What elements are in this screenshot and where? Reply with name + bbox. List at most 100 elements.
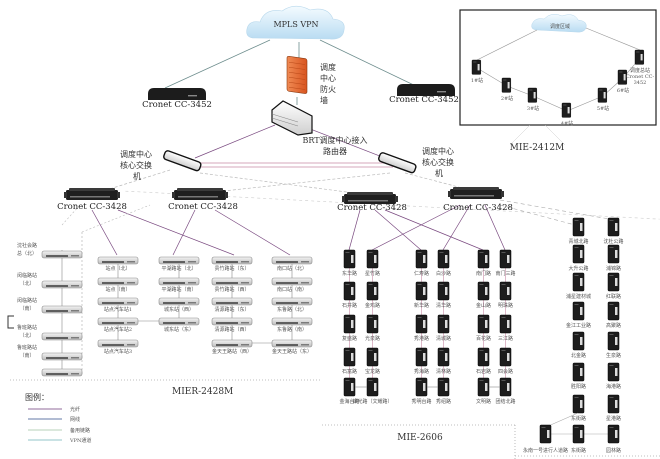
station-label: 闵临路站 xyxy=(17,297,37,304)
station-label: 永南一号进行人道路 xyxy=(523,447,568,454)
station-label: 站点汽车站3 xyxy=(104,348,132,355)
rack-switch-icon xyxy=(41,332,83,341)
station-label: 沈杜公路 xyxy=(603,238,623,245)
station-label: 鲁班路站 xyxy=(17,344,37,351)
aggregation-switch-2: Cronet CC-3428 xyxy=(168,188,238,212)
station-switch-icon xyxy=(366,314,379,334)
inset-node-label: 5#站 xyxy=(597,105,609,112)
station-label: 秀绍路 xyxy=(436,398,451,405)
station-switch-icon xyxy=(477,377,490,397)
station-switch-icon xyxy=(437,377,450,397)
station-switch-icon xyxy=(343,347,356,367)
inset-node-label: 6#站 xyxy=(617,87,629,94)
svg-text:Cronet CC-3452: Cronet CC-3452 xyxy=(142,100,212,110)
station-switch-icon xyxy=(572,362,585,382)
station-switch-icon xyxy=(415,347,428,367)
svg-text:Cronet CC-3428: Cronet CC-3428 xyxy=(337,203,407,213)
rack-switch-icon xyxy=(41,250,83,259)
svg-text:核心交换: 核心交换 xyxy=(120,160,152,170)
rack-switch-icon xyxy=(211,256,253,265)
station-label: 东鲁路（南） xyxy=(277,326,307,333)
station-label: 金海台路 xyxy=(339,398,359,405)
svg-text:调度中心: 调度中心 xyxy=(120,149,152,159)
station-label: 秀海路 xyxy=(414,368,429,375)
station-switch-icon xyxy=(572,424,585,444)
legend-title: 图例： xyxy=(25,392,49,402)
station-label: 星港路 xyxy=(606,415,621,422)
station-label: 清源路站（西） xyxy=(214,326,249,333)
svg-text:调度中心: 调度中心 xyxy=(422,146,454,156)
station-switch-icon xyxy=(477,347,490,367)
rack-switch-icon xyxy=(158,317,200,326)
station-label: 青城北路 xyxy=(568,238,588,245)
station-label: 星竹路 xyxy=(365,270,380,277)
station-switch-icon xyxy=(343,249,356,269)
rack-switch-icon xyxy=(158,297,200,306)
station-label: 金鸡路 xyxy=(365,302,380,309)
inset-node xyxy=(527,87,538,103)
station-label: 站点（南） xyxy=(105,286,130,293)
station-label: 南门三路 xyxy=(495,270,515,277)
zone-mie-2606: 东华路石井路复盛路石富路金海台路星竹路金鸡路光泉路宝龙路锦光路（文耀路）仁寿路新… xyxy=(339,249,516,443)
station-label: 清华路 xyxy=(436,302,451,309)
firewall: 调度 中心 防火 墙 xyxy=(286,55,336,105)
inset-node xyxy=(561,102,572,118)
rack-switch-icon xyxy=(97,277,139,286)
station-switch-icon xyxy=(415,249,428,269)
zone-label-mie-2412m: MIE-2412M xyxy=(510,143,565,153)
svg-text:机: 机 xyxy=(435,168,443,178)
inset-node-label: 1#站 xyxy=(471,77,483,84)
rack-switch-icon xyxy=(211,317,253,326)
station-switch-icon xyxy=(572,217,585,237)
access-router: BRT调度中心接入 路由器 xyxy=(271,100,368,156)
station-label: 总（北） xyxy=(17,250,37,257)
router-label-2: 路由器 xyxy=(323,146,347,156)
zone-label-mier-2428m: MIER-2428M xyxy=(172,387,233,397)
gateway-right: Cronet CC-3452 xyxy=(389,84,459,105)
station-switch-icon xyxy=(499,377,512,397)
station-label: 南口站（南） xyxy=(277,286,307,293)
station-switch-icon xyxy=(607,272,620,292)
aggregation-switch-3: Cronet CC-3428 xyxy=(337,192,407,213)
legend-label: 光纤 xyxy=(70,406,80,413)
station-label: 平湖路站（北） xyxy=(161,265,196,272)
router-label: BRT调度中心接入 xyxy=(302,135,367,145)
svg-text:调度: 调度 xyxy=(320,62,336,72)
station-switch-icon xyxy=(607,301,620,321)
station-label: 三江路 xyxy=(498,335,513,342)
station-switch-icon xyxy=(499,281,512,301)
core-switch-left: 调度中心 核心交换 机 xyxy=(120,149,203,181)
svg-text:Cronet CC-3428: Cronet CC-3428 xyxy=(57,202,127,212)
rack-switch-icon xyxy=(97,297,139,306)
station-switch-icon xyxy=(366,377,379,397)
rack-switch-icon xyxy=(211,277,253,286)
station-switch-icon xyxy=(343,281,356,301)
station-label: 浦星建材城 xyxy=(566,293,591,300)
station-switch-icon xyxy=(607,217,620,237)
station-label: 秀港路 xyxy=(414,335,429,342)
station-label: 清城路 xyxy=(436,335,451,342)
station-label: 明珠路 xyxy=(498,302,513,309)
links xyxy=(7,39,660,459)
station-label: 复盛路 xyxy=(342,335,357,342)
station-switch-icon xyxy=(343,377,356,397)
station-switch-icon xyxy=(415,314,428,334)
inset-node-label: Cronet CC- xyxy=(626,74,655,80)
station-label: 光泉路 xyxy=(365,335,380,342)
station-label: 海港路 xyxy=(606,383,621,390)
rack-switch-icon xyxy=(97,256,139,265)
rack-switch-icon xyxy=(41,352,83,361)
station-label: 站点（北） xyxy=(105,265,130,272)
rack-switch-icon xyxy=(271,339,313,348)
station-label: 石富路 xyxy=(342,368,357,375)
station-switch-icon xyxy=(366,281,379,301)
inset-node-label: 3#站 xyxy=(527,105,539,112)
zone-label-mie-2606: MIE-2606 xyxy=(397,433,443,443)
station-switch-icon xyxy=(437,314,450,334)
station-label: 新华路 xyxy=(414,302,429,309)
ring-switch-icon xyxy=(561,102,572,118)
station-label: 东街路 xyxy=(571,447,586,454)
rack-switch-icon xyxy=(41,368,83,377)
station-label: 锦光路（文耀路） xyxy=(352,398,392,405)
station-label: 园林路 xyxy=(606,447,621,454)
